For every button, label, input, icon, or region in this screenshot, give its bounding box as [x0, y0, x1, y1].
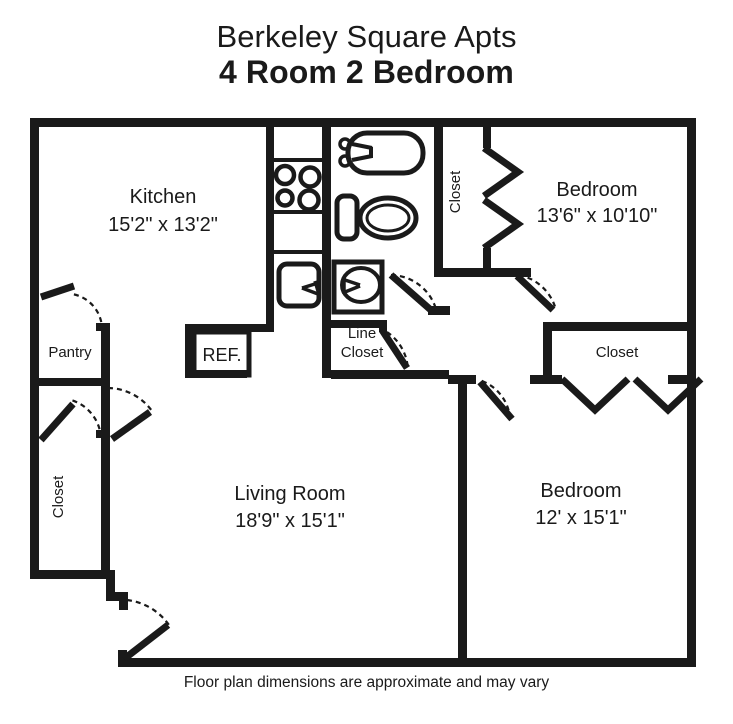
- title-block: Berkeley Square Apts 4 Room 2 Bedroom: [0, 19, 733, 91]
- room-label-bedroom-1: Bedroom: [556, 179, 637, 201]
- door-swings: [38, 272, 558, 662]
- label-refrigerator: REF.: [202, 345, 241, 365]
- label-closet-bedroom-2: Closet: [596, 344, 639, 361]
- bathroom-fixtures: [331, 130, 426, 315]
- label-closet-bedroom-1: Closet: [447, 170, 464, 213]
- room-label-kitchen: Kitchen: [130, 186, 197, 208]
- bathtub-icon: [338, 130, 426, 176]
- disclaimer-note: Floor plan dimensions are approximate an…: [183, 674, 550, 691]
- room-labels: Kitchen 15'2" x 13'2" Bedroom 13'6" x 10…: [108, 179, 657, 532]
- room-dimensions-bedroom-2: 12' x 15'1": [535, 507, 626, 529]
- room-label-bedroom-2: Bedroom: [540, 480, 621, 502]
- room-dimensions-kitchen: 15'2" x 13'2": [108, 214, 218, 236]
- storage-labels: Pantry Closet Closet Line Closet Closet …: [48, 170, 639, 518]
- label-closet-hall-left: Closet: [50, 475, 67, 518]
- refrigerator-icon: [191, 329, 252, 378]
- stove-icon: [273, 163, 322, 212]
- bathroom-sink-icon: [331, 259, 385, 315]
- room-dimensions-living-room: 18'9" x 15'1": [235, 510, 345, 532]
- label-line-closet-line1: Line: [348, 325, 376, 342]
- room-label-living-room: Living Room: [234, 483, 345, 505]
- kitchen-fixtures: [191, 158, 324, 378]
- toilet-icon: [334, 193, 419, 242]
- page-title-unit: 4 Room 2 Bedroom: [219, 53, 514, 90]
- label-pantry: Pantry: [48, 344, 92, 361]
- label-line-closet-line2: Closet: [341, 344, 384, 361]
- page-title-property: Berkeley Square Apts: [216, 19, 517, 54]
- bifold-closet-doors: [481, 145, 704, 415]
- room-dimensions-bedroom-1: 13'6" x 10'10": [537, 205, 658, 227]
- kitchen-sink-icon: [276, 261, 322, 309]
- pantry-closet-walls: [30, 323, 110, 578]
- pantry-door-leaf: [39, 282, 76, 301]
